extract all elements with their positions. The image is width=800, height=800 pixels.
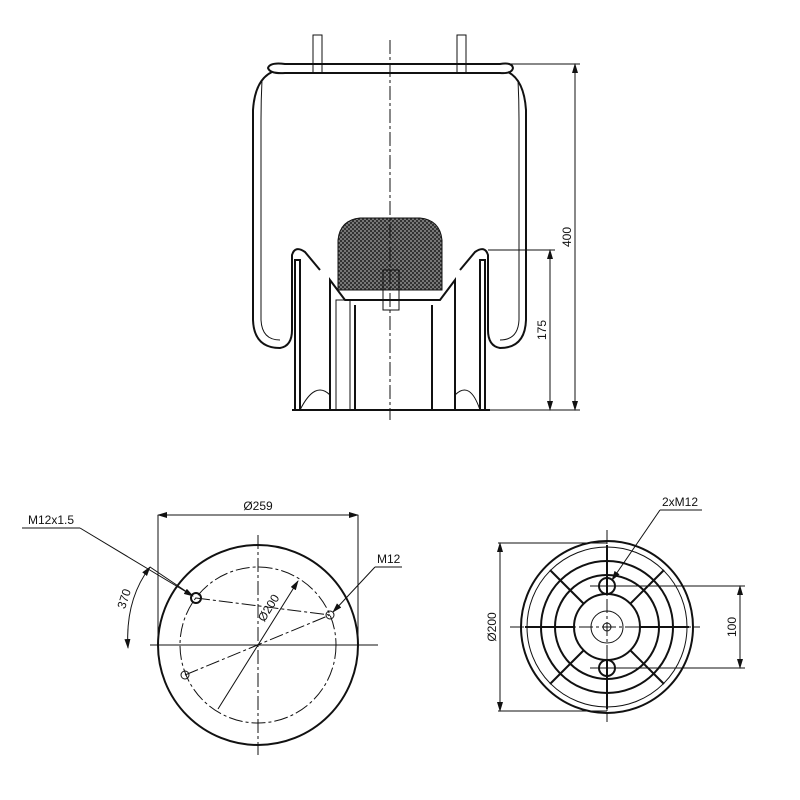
air-fitting-label: M12x1.5 (28, 513, 74, 527)
angle-label: 370 (114, 587, 134, 611)
side-view: 400 175 (252, 34, 580, 420)
bolt-circle-label: Ø200 (255, 591, 283, 624)
bolt-hole (325, 610, 335, 620)
center-bolt (382, 269, 400, 311)
bolt-spacing-label: 100 (725, 617, 739, 637)
top-plate (266, 62, 515, 75)
diameter-label: Ø200 (485, 612, 499, 642)
bellows (252, 71, 321, 350)
bolts-label: 2xM12 (662, 495, 698, 509)
bolt-hole (180, 670, 190, 680)
top-plate-view: Ø259 Ø200 M12x1.5 M12 370 (22, 499, 402, 755)
piston-height-label: 175 (535, 320, 549, 340)
bolt-label: M12 (377, 552, 401, 566)
air-fitting-hole (190, 592, 202, 604)
piston-bottom-view: Ø200 100 2xM12 (485, 495, 745, 722)
outer-diameter-label: Ø259 (243, 499, 273, 513)
piston (292, 259, 490, 411)
height-dimension: 400 175 (488, 63, 580, 411)
height-label: 400 (560, 227, 574, 247)
